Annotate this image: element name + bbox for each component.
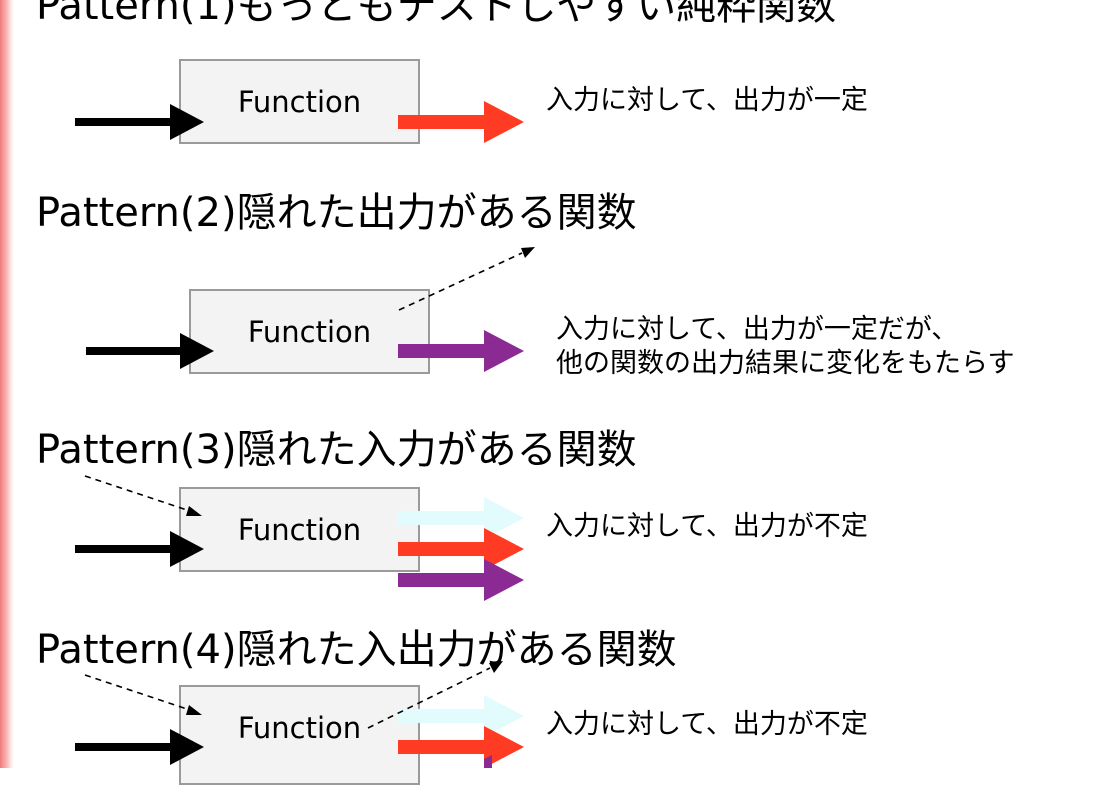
pattern-2-hidden-output-dashed-line	[398, 252, 523, 311]
slide-edge-decoration	[0, 0, 14, 768]
pattern-3-function-box: Function	[179, 487, 420, 572]
pattern-4-description-line-1: 入力に対して、出力が不定	[546, 709, 868, 740]
pattern-1-function-label: Function	[237, 84, 362, 119]
pattern-4-hidden-output-arrowhead	[489, 661, 503, 673]
pattern-3-output-arrow-lightcyan	[398, 497, 524, 539]
pattern-2-description: 入力に対して、出力が一定だが、 他の関数の出力結果に変化をもたらす	[556, 313, 1014, 381]
pattern-3-description: 入力に対して、出力が不定	[546, 510, 868, 544]
pattern-2-description-line-2: 他の関数の出力結果に変化をもたらす	[556, 347, 1015, 379]
pattern-3-hidden-input-dashed-line	[84, 475, 191, 512]
pattern-4-heading: Pattern(4)隠れた入出力がある関数	[36, 627, 677, 673]
pattern-2-function-label: Function	[247, 314, 372, 349]
pattern-3-description-line-1: 入力に対して、出力が不定	[546, 511, 868, 542]
pattern-3-input-arrow	[75, 531, 204, 567]
pattern-1-description-line-1: 入力に対して、出力が一定	[546, 85, 868, 116]
pattern-1-heading: Pattern(1)もっともテストしやすい純粋関数	[36, 0, 837, 29]
pattern-3-hidden-input-arrowhead	[186, 506, 202, 516]
pattern-4-function-label: Function	[237, 711, 362, 745]
pattern-3-output-arrow-purple	[398, 559, 524, 601]
pattern-2-input-arrow	[86, 333, 214, 369]
pattern-4-output-arrow-red	[398, 726, 524, 768]
pattern-2-heading: Pattern(2)隠れた出力がある関数	[36, 190, 637, 236]
pattern-2-description-line-1: 入力に対して、出力が一定だが、	[556, 314, 959, 345]
pattern-4-output-arrow-purple	[484, 755, 492, 768]
pattern-3-function-label: Function	[237, 512, 362, 547]
pattern-2-function-box: Function	[189, 289, 430, 374]
pattern-2-hidden-output-arrowhead	[521, 247, 535, 258]
arrows-layer	[75, 101, 535, 768]
pattern-4-hidden-input-arrowhead	[186, 705, 202, 715]
pattern-3-heading: Pattern(3)隠れた入力がある関数	[36, 427, 637, 473]
pattern-1-description: 入力に対して、出力が一定	[546, 84, 868, 118]
pattern-1-output-arrow	[398, 101, 524, 143]
pattern-1-input-arrow	[75, 104, 204, 140]
pattern-1-function-box: Function	[179, 59, 420, 144]
pattern-3-output-arrow-red	[398, 528, 524, 570]
pattern-4-hidden-output-dashed-line	[367, 667, 491, 729]
pattern-2-output-arrow	[398, 330, 524, 372]
pattern-4-output-arrow-lightcyan	[398, 695, 524, 737]
pattern-4-description: 入力に対して、出力が不定	[546, 708, 868, 742]
pattern-4-input-arrow	[75, 729, 204, 765]
pattern-4-hidden-input-dashed-line	[84, 674, 191, 711]
